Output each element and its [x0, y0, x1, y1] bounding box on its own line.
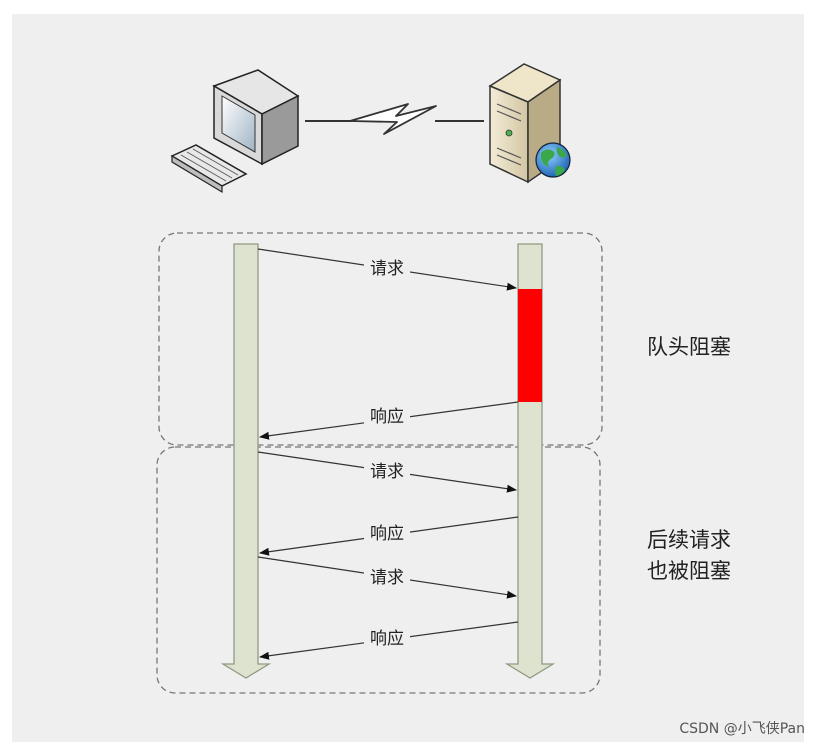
lightning-connection-icon	[305, 103, 484, 135]
group-label-subsequent-line1: 后续请求	[647, 528, 731, 552]
message-label-request-3: 请求	[370, 568, 404, 588]
desktop-computer-icon	[170, 69, 300, 194]
group-label-hol-blocking: 队头阻塞	[647, 335, 731, 359]
server-globe-icon	[488, 63, 571, 184]
group-label-subsequent-line2: 也被阻塞	[647, 559, 731, 583]
client-lifeline	[220, 243, 272, 679]
message-label-request-2: 请求	[370, 462, 404, 482]
message-label-response-3: 响应	[370, 629, 404, 649]
diagram-panel	[12, 14, 804, 742]
message-label-response-1: 响应	[370, 407, 404, 427]
group-frame-hol-blocking	[158, 232, 603, 446]
message-label-response-2: 响应	[370, 524, 404, 544]
group-frame-subsequent	[156, 446, 601, 694]
watermark-text: CSDN @小飞侠Pan	[679, 721, 805, 737]
message-label-request-1: 请求	[370, 259, 404, 279]
head-of-line-blocking-block	[518, 289, 542, 402]
